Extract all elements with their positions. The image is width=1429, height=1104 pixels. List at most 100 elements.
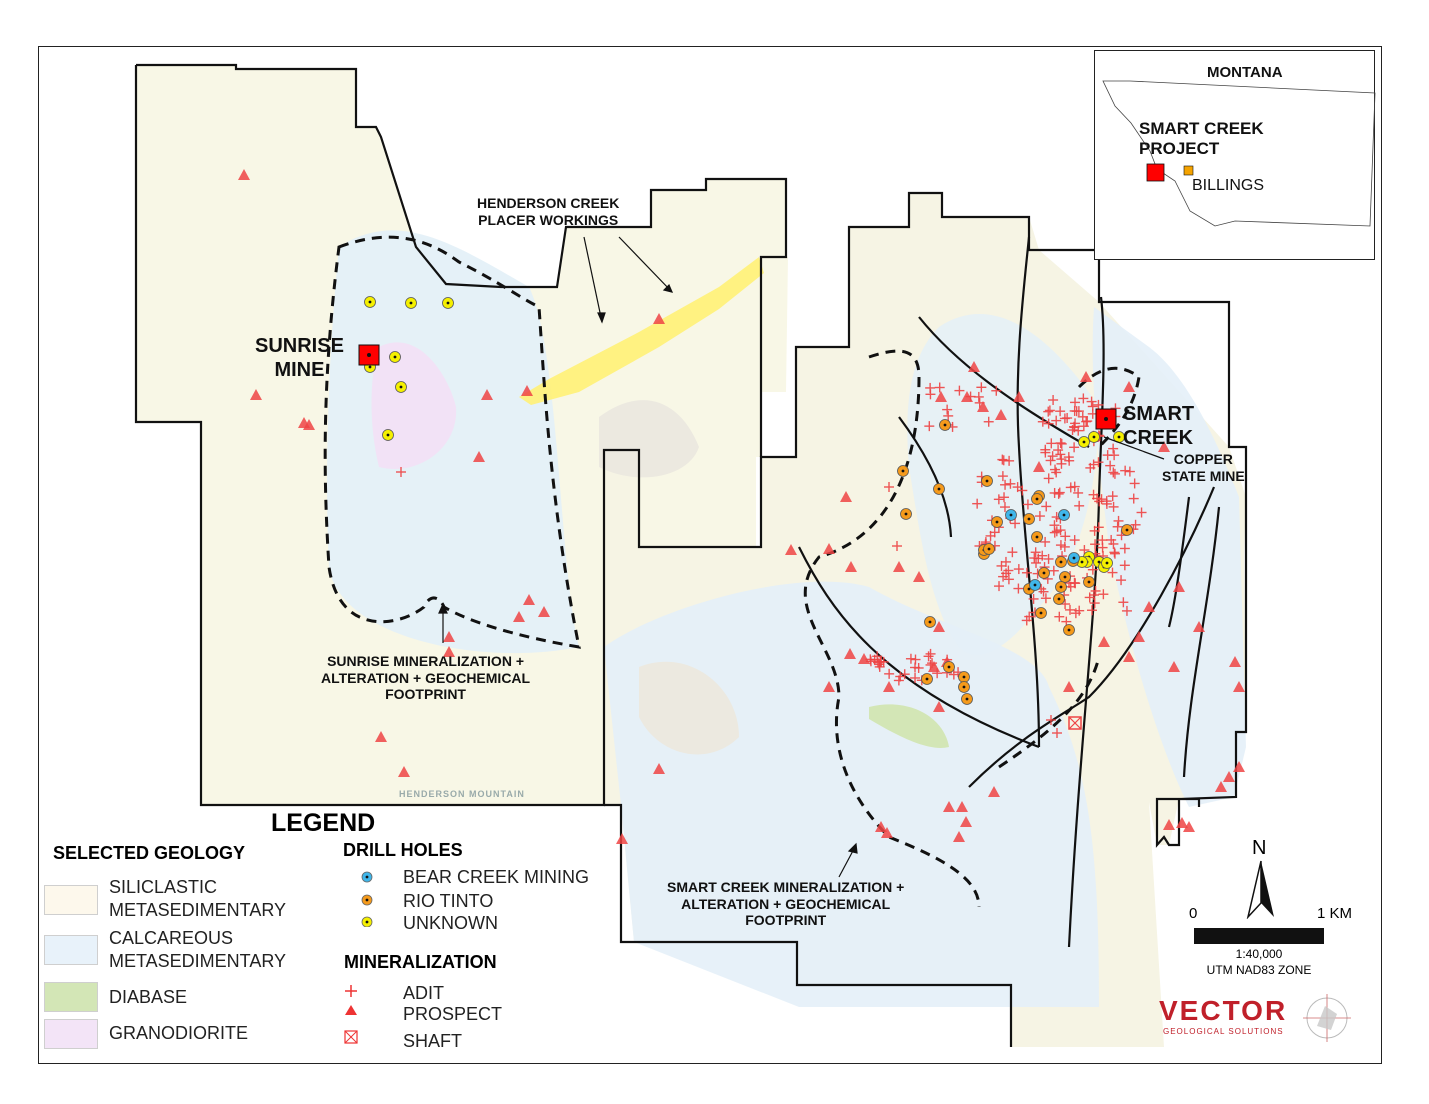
adit-marker [1107, 491, 1118, 502]
adit-marker [1128, 493, 1139, 504]
drillhole-center [1059, 560, 1063, 564]
prospect-marker [1098, 636, 1110, 647]
adit-marker [1096, 494, 1107, 505]
adit-marker [1004, 455, 1015, 466]
prospect-marker [653, 763, 665, 774]
prospect-marker [913, 571, 925, 582]
adit-marker [1120, 465, 1131, 476]
prospect-marker [375, 731, 387, 742]
vector-logo-text: VECTOR [1159, 995, 1288, 1026]
project-location-marker [1146, 163, 1165, 182]
prospect-marker [1158, 441, 1170, 452]
adit-marker [1054, 611, 1065, 622]
drillhole-center [928, 620, 932, 624]
prospect-marker [935, 391, 947, 402]
prospect-marker [238, 169, 250, 180]
prospect-marker [1163, 819, 1175, 830]
mineral-label-3: SHAFT [403, 1031, 463, 1051]
adit-marker [999, 502, 1010, 513]
adit-marker [1022, 499, 1033, 510]
adit-marker [1097, 542, 1108, 553]
adit-marker [1044, 405, 1055, 416]
prospect-marker [443, 631, 455, 642]
prospect-marker [1215, 781, 1227, 792]
adit-marker [1047, 451, 1058, 462]
copper-state-text: COPPER STATE MINE [1162, 451, 1245, 484]
adit-marker [884, 482, 894, 492]
adit-marker [1060, 531, 1071, 542]
adit-marker [1055, 525, 1066, 536]
scale-distance: 1 KM [1317, 905, 1353, 922]
mineral-label-2: PROSPECT [403, 1004, 503, 1024]
drillhole-center [962, 675, 966, 679]
adit-marker [1063, 452, 1074, 463]
prospect-marker [785, 544, 797, 555]
adit-marker [1086, 396, 1097, 407]
sunrise-mine-label: SUNRISE MINE [255, 335, 344, 382]
prospect-marker [1229, 656, 1241, 667]
geology-label-3: DIABASE [109, 987, 188, 1007]
adit-marker [1053, 445, 1064, 456]
drillhole-center [901, 469, 905, 473]
adit-marker [884, 668, 895, 679]
adit-marker [895, 671, 906, 682]
adit-marker [925, 648, 936, 659]
adit-marker [1055, 406, 1066, 417]
geology-heading: SELECTED GEOLOGY [53, 843, 246, 863]
prospect-marker [1123, 651, 1135, 662]
scale-zero: 0 [1189, 905, 1198, 922]
adit-marker [1040, 447, 1051, 458]
footprint-lines [323, 235, 1141, 908]
adit-marker [1069, 577, 1080, 588]
adit-marker [1071, 406, 1082, 417]
adit-marker [1087, 605, 1098, 616]
adit-marker [1112, 521, 1123, 532]
prospect-marker [1183, 821, 1195, 832]
adit-marker [872, 657, 883, 668]
adit-marker [923, 651, 934, 662]
adit-marker [1113, 515, 1124, 526]
adit-marker [1124, 466, 1135, 477]
prospect-marker [995, 409, 1007, 420]
prospect-marker [988, 786, 1000, 797]
adit-marker [1054, 487, 1065, 498]
prospect-marker [653, 313, 665, 324]
prospect-marker [844, 648, 856, 659]
drillhole-center [1035, 497, 1039, 501]
adit-markers [396, 382, 1147, 738]
drillhole-center [1117, 435, 1121, 439]
adit-marker [927, 658, 938, 669]
adit-marker [1005, 478, 1016, 489]
leader-arrows [438, 236, 1165, 878]
adit-marker [991, 385, 1002, 396]
adit-marker [1082, 416, 1093, 427]
adit-marker [1059, 541, 1070, 552]
adit-marker [954, 385, 965, 396]
prospect-marker [933, 701, 945, 712]
vector-logo-subtitle: GEOLOGICAL SOLUTIONS [1163, 1027, 1284, 1036]
prospect-marker [1193, 621, 1205, 632]
adit-marker [1017, 485, 1028, 496]
drillhole-center [987, 547, 991, 551]
mineral-heading: MINERALIZATION [344, 952, 497, 972]
adit-marker [1055, 449, 1066, 460]
adit-marker [1034, 511, 1045, 522]
drill-label-2: RIO TINTO [403, 891, 494, 911]
prospect-marker [443, 646, 455, 657]
adit-marker [1003, 574, 1014, 585]
henderson-placer-label: HENDERSON CREEK PLACER WORKINGS [477, 195, 619, 228]
swatch-siliclastic [44, 885, 98, 915]
prospect-marker [845, 561, 857, 572]
drillhole-center [965, 697, 969, 701]
plus-icon [345, 985, 357, 997]
adit-marker [396, 467, 406, 477]
drillhole-center [1087, 580, 1091, 584]
adit-marker [892, 541, 902, 551]
drillhole-center [1059, 585, 1063, 589]
drillhole-center [1125, 528, 1129, 532]
adit-marker [1030, 547, 1041, 558]
prospect-marker [823, 543, 835, 554]
adit-marker [1108, 443, 1119, 454]
adit-marker [1037, 416, 1048, 427]
prospect-marker [1168, 661, 1180, 672]
